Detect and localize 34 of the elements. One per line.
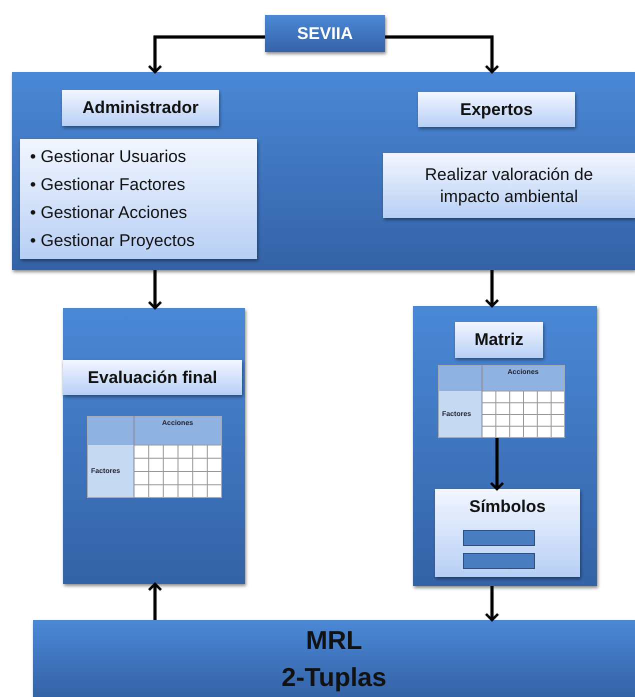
label-box: [63, 360, 242, 395]
box-label: Matriz: [474, 329, 524, 351]
base-band: [33, 620, 635, 697]
arrow: [385, 35, 500, 74]
matrix-table: [438, 365, 565, 438]
arrow: [484, 586, 500, 622]
panel: [12, 72, 635, 270]
list-item: • Gestionar Proyectos: [30, 230, 195, 252]
band-label: 2-Tuplas: [282, 661, 386, 694]
band-label: MRL: [306, 624, 362, 657]
arrow: [484, 270, 500, 308]
box-label: Símbolos: [469, 496, 546, 518]
label-box: [455, 322, 543, 358]
arrow: [148, 270, 162, 310]
matrix-table: [87, 416, 222, 498]
arrow: [148, 35, 265, 74]
box-label: Administrador: [82, 97, 199, 119]
label-box: [418, 92, 575, 127]
box-label: Evaluación final: [88, 366, 218, 388]
box-label: SEVIIA: [297, 22, 353, 44]
label-box: [62, 90, 219, 126]
panel: [63, 308, 245, 584]
list-item: • Gestionar Factores: [30, 174, 186, 196]
box-label: Realizar valoración de impacto ambiental: [424, 164, 594, 207]
title-box: [265, 15, 385, 52]
arrow: [148, 582, 162, 620]
list-box: [20, 139, 257, 259]
list-item: • Gestionar Usuarios: [30, 146, 188, 168]
panel: [413, 306, 597, 586]
label-box: [435, 489, 580, 577]
arrow: [490, 438, 504, 490]
box-label: Expertos: [460, 98, 533, 120]
list-item: • Gestionar Acciones: [30, 202, 188, 224]
label-box: [383, 153, 635, 218]
